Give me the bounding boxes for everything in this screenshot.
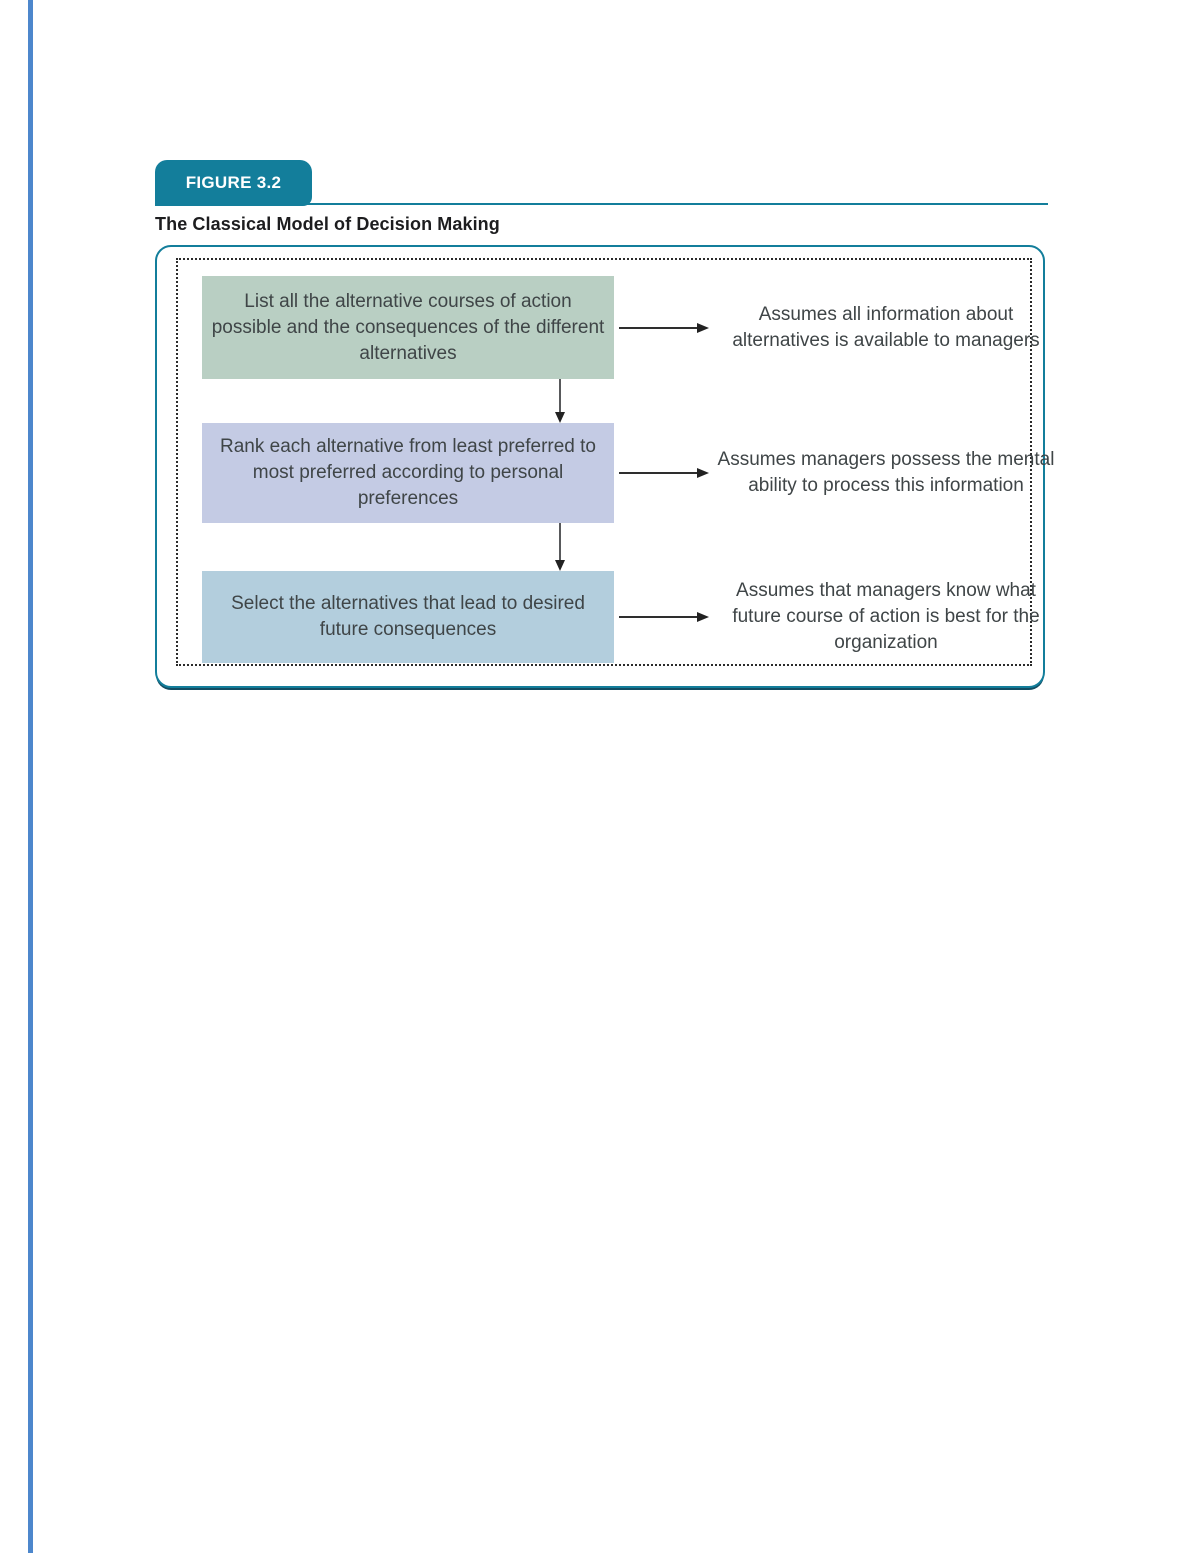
arrow-right-icon	[619, 322, 709, 334]
assumption-text-information: Assumes all information about alternativ…	[714, 276, 1058, 379]
arrow-shaft	[619, 472, 698, 474]
step-box-rank-alternatives: Rank each alternative from least preferr…	[202, 423, 614, 523]
step-box-label: Select the alternatives that lead to des…	[231, 593, 585, 640]
arrow-shaft	[559, 379, 561, 413]
assumption-label: Assumes all information about alternativ…	[732, 303, 1040, 351]
figure-title: The Classical Model of Decision Making	[155, 214, 500, 234]
figure-header-rule	[155, 203, 1048, 205]
step-box-select-alternatives: Select the alternatives that lead to des…	[202, 571, 614, 663]
step-box-label: List all the alternative courses of acti…	[211, 290, 605, 364]
arrow-head	[697, 468, 709, 478]
figure-number-label: FIGURE 3.2	[185, 173, 282, 192]
figure-panel: List all the alternative courses of acti…	[155, 245, 1054, 688]
arrow-shaft	[559, 523, 561, 561]
arrow-right-icon	[619, 467, 709, 479]
step-box-list-alternatives: List all the alternative courses of acti…	[202, 276, 614, 379]
assumption-label: Assumes that managers know what future c…	[732, 580, 1040, 653]
arrow-head	[555, 412, 565, 423]
arrow-head	[697, 612, 709, 622]
figure-number-tab: FIGURE 3.2	[155, 160, 312, 206]
assumption-text-best-course: Assumes that managers know what future c…	[714, 571, 1058, 663]
arrow-shaft	[619, 616, 698, 618]
assumption-text-mental-ability: Assumes managers possess the mental abil…	[714, 423, 1058, 523]
dotted-boundary-frame: List all the alternative courses of acti…	[176, 258, 1054, 666]
arrow-down-icon	[554, 379, 566, 423]
arrow-right-icon	[619, 611, 709, 623]
arrow-head	[697, 323, 709, 333]
step-box-label: Rank each alternative from least preferr…	[220, 436, 596, 509]
arrow-head	[555, 560, 565, 571]
page-edge-stripe	[28, 0, 33, 1553]
arrow-shaft	[619, 327, 698, 329]
assumption-label: Assumes managers possess the mental abil…	[717, 449, 1055, 496]
arrow-down-icon	[554, 523, 566, 571]
